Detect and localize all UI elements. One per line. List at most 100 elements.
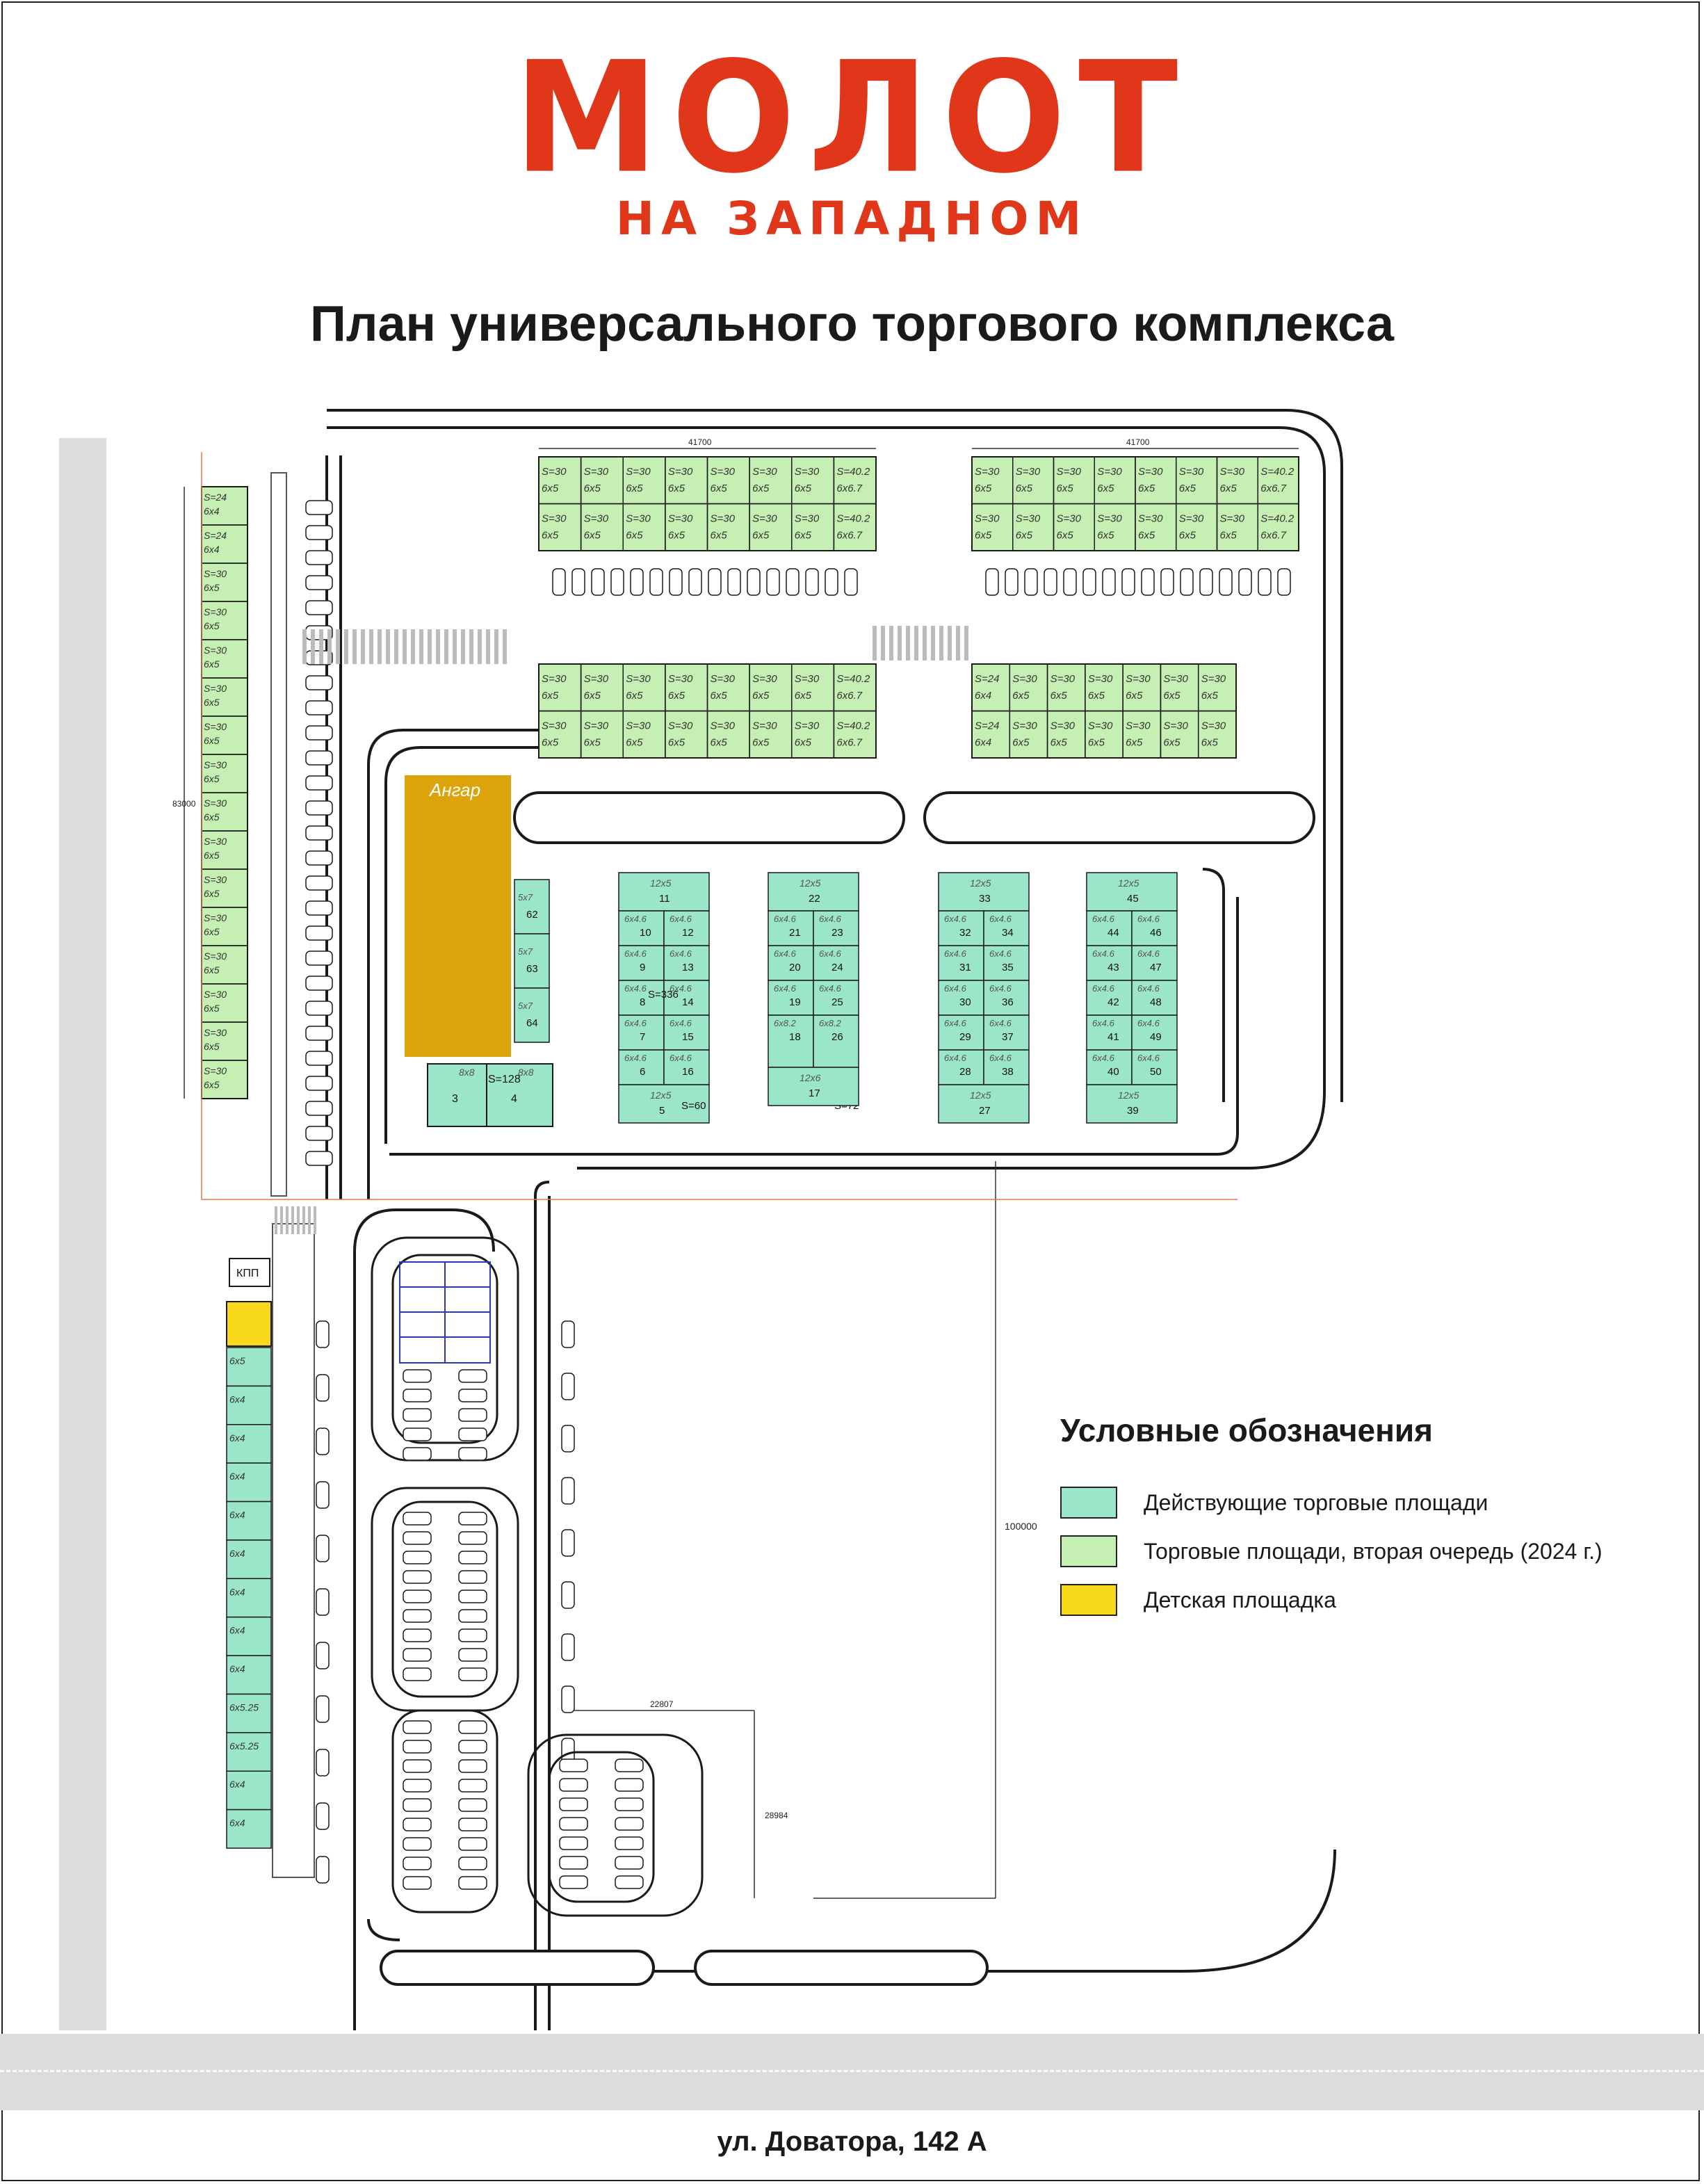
- stall-number: 19: [789, 996, 801, 1008]
- car: [458, 1798, 487, 1812]
- strip-size: 6x5: [204, 1079, 220, 1090]
- car: [561, 1685, 575, 1713]
- stall-cell: [1086, 872, 1178, 912]
- car: [403, 1369, 432, 1383]
- car: [669, 568, 683, 596]
- stall-size: 6x4.6: [1137, 1018, 1160, 1028]
- car: [403, 1609, 432, 1623]
- stall-size: 6x5: [975, 530, 992, 542]
- road-outlines: [325, 409, 1343, 2030]
- stall-cell: [768, 872, 859, 912]
- stall-cell: [1257, 503, 1299, 551]
- lower-stall: [226, 1616, 272, 1656]
- stall-cell: [938, 1014, 984, 1051]
- stall-size: 6x5: [1201, 737, 1219, 749]
- lower-stall: [226, 1655, 272, 1695]
- stall-cell: [983, 1049, 1030, 1085]
- lower-stall: [226, 1501, 272, 1541]
- stall-number: 17: [809, 1087, 820, 1099]
- stall-area: S=30: [752, 673, 777, 685]
- stall-size: 6x4.6: [670, 1018, 692, 1028]
- stall-area: S=30: [711, 720, 736, 732]
- car: [316, 1320, 330, 1348]
- street-center-line: [0, 2070, 1704, 2072]
- car: [403, 1427, 432, 1441]
- lower-stall-size: 6x4: [229, 1432, 245, 1443]
- stall-area: S=30: [1088, 673, 1113, 685]
- strip-area: S=30: [204, 798, 227, 809]
- crosswalk-stripe: [461, 629, 465, 664]
- car: [458, 1876, 487, 1890]
- stall-number: 10: [640, 927, 651, 939]
- stall-cell: [1086, 945, 1133, 981]
- stall-size: 6x4.6: [1137, 983, 1160, 994]
- stall-size: 6x5: [1016, 530, 1033, 542]
- stall-area: S=30: [584, 466, 609, 478]
- lower-stall: [226, 1693, 272, 1733]
- car: [458, 1740, 487, 1754]
- car: [610, 568, 624, 596]
- crosswalk-stripe: [428, 629, 432, 664]
- crosswalk-stripe: [319, 629, 323, 664]
- stall-area: S=24: [975, 720, 999, 732]
- stall-size: 6x6.7: [1260, 530, 1286, 542]
- strip-area: S=30: [204, 683, 227, 694]
- parked-cars-lots: [403, 1369, 644, 1890]
- stall-size: 6x4.6: [1092, 983, 1115, 994]
- annex-number: 3: [452, 1093, 458, 1105]
- stall-cell: [1086, 910, 1133, 946]
- legend-label-second-stage: Торговые площади, вторая очередь (2024 г…: [1144, 1538, 1602, 1564]
- stall-number: 49: [1150, 1031, 1162, 1043]
- car: [403, 1740, 432, 1754]
- car: [403, 1447, 432, 1461]
- stall-cell: [813, 1014, 859, 1068]
- stall-number: 24: [831, 962, 843, 973]
- stall-number: 28: [959, 1066, 971, 1078]
- stall-size: 6x6.7: [836, 690, 862, 702]
- side-stall-size: 5x7: [518, 946, 533, 957]
- crosswalks: [275, 626, 968, 1234]
- stall-number: 41: [1107, 1031, 1119, 1043]
- lower-stall: [226, 1578, 272, 1618]
- stall-area: S=30: [1050, 673, 1076, 685]
- crosswalk-stripe: [352, 629, 357, 664]
- stall-size: 6x5: [542, 483, 559, 494]
- parking-grid-blue: [399, 1261, 491, 1364]
- car: [305, 850, 333, 866]
- stall-cell: [938, 945, 984, 981]
- stall-size: 6x5: [1050, 690, 1068, 702]
- stall-area: S=30: [711, 513, 736, 525]
- checkpoint-label: КПП: [236, 1268, 259, 1279]
- stall-size: 6x4.6: [624, 948, 647, 959]
- stall-number: 27: [979, 1105, 991, 1117]
- stall-size: 6x4.6: [624, 914, 647, 924]
- car: [615, 1797, 644, 1811]
- car: [305, 500, 333, 515]
- area-label: S=60: [681, 1100, 706, 1112]
- car: [1121, 568, 1135, 596]
- stall-area: S=30: [626, 720, 651, 732]
- car: [786, 568, 800, 596]
- stall-number: 23: [831, 927, 843, 939]
- lower-stall: [226, 1462, 272, 1503]
- car: [561, 1581, 575, 1609]
- stall-size: 6x4.6: [670, 948, 692, 959]
- car: [458, 1590, 487, 1603]
- side-stall-size: 5x7: [518, 892, 533, 903]
- stall-size: 6x5: [542, 530, 559, 542]
- stall-number: 36: [1002, 996, 1014, 1008]
- stall-cell: [618, 872, 710, 912]
- stall-size: 6x5: [795, 530, 812, 542]
- parking-lots: [371, 1236, 704, 1917]
- stall-size: 6x5: [1138, 483, 1155, 494]
- stall-size: 6x5: [626, 483, 643, 494]
- car: [305, 750, 333, 766]
- lower-stall-size: 6x4: [229, 1510, 245, 1521]
- stall-size: 6x4.6: [624, 1053, 647, 1063]
- strip-size: 6x4: [204, 505, 220, 517]
- car: [630, 568, 644, 596]
- crosswalk-stripe: [906, 626, 910, 661]
- car: [615, 1836, 644, 1850]
- stall-cell: [983, 945, 1030, 981]
- stall-area: S=30: [1163, 720, 1188, 732]
